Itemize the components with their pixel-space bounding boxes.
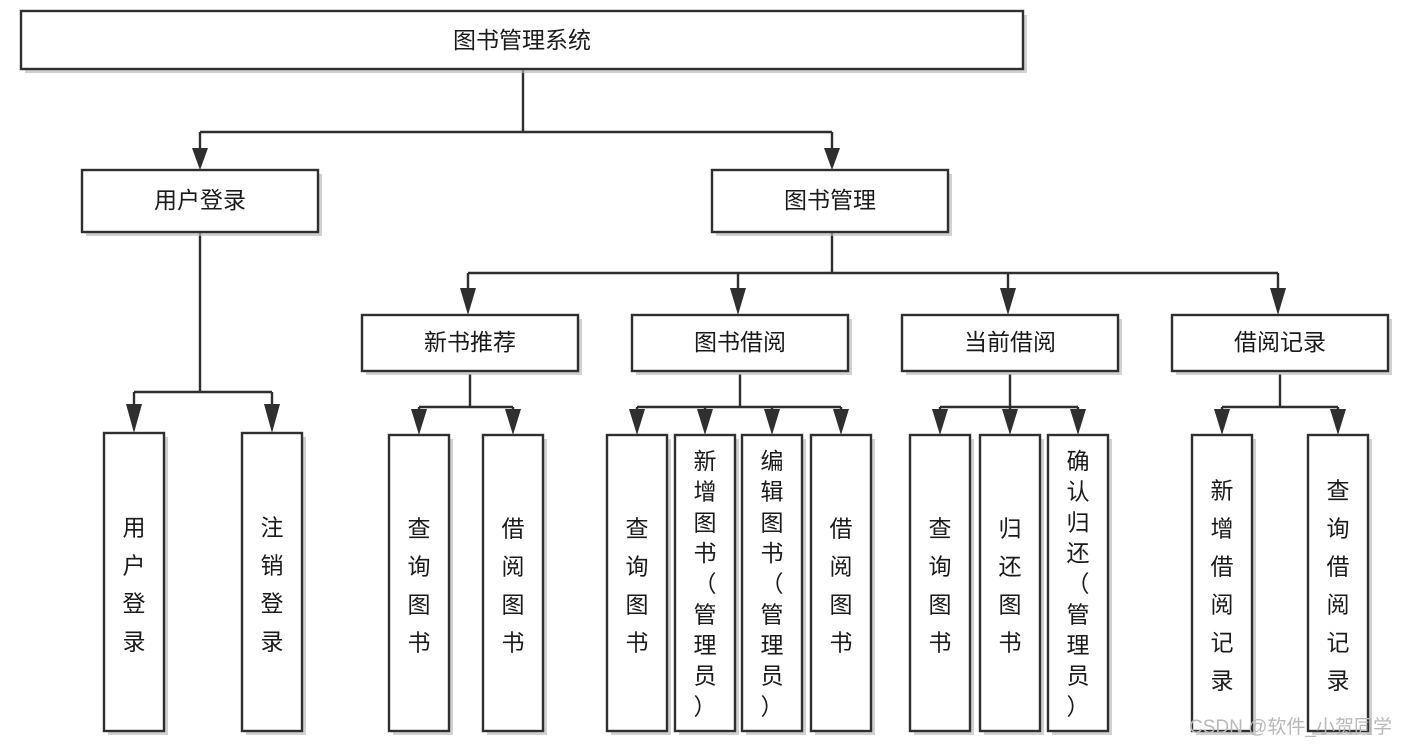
node-current-borrow-label: 当前借阅 — [964, 329, 1056, 355]
leaf-confirm-return-label: 确认归还（管理员） — [1067, 448, 1090, 719]
arrow-leaf-query-book-1 — [411, 409, 427, 435]
leaf-return-book-box[interactable] — [978, 433, 1042, 733]
leaf-user-login-box[interactable] — [102, 431, 166, 733]
arrow-leaf-confirm-return — [1070, 409, 1086, 435]
leaf-confirm-return[interactable]: 确认归还（管理员） — [1046, 433, 1112, 735]
leaf-edit-book[interactable]: 编辑图书（管理员） — [740, 433, 806, 735]
node-borrow-record-box[interactable] — [1170, 313, 1390, 373]
leaf-return-book[interactable]: 归还图书 — [978, 433, 1044, 735]
node-root[interactable]: 图书管理系统 — [19, 9, 1027, 73]
leaf-query-record-box[interactable] — [1306, 433, 1370, 733]
leaf-query-book-2-box[interactable] — [605, 433, 669, 733]
node-book-borrow-box[interactable] — [630, 313, 850, 373]
leaf-borrow-book-1-label: 借阅图书 — [502, 516, 525, 656]
leaf-return-book-label: 归还图书 — [999, 516, 1022, 656]
leaf-query-book-3[interactable]: 查询图书 — [908, 433, 974, 735]
leaf-borrow-book-1[interactable]: 借阅图书 — [481, 433, 547, 735]
leaf-edit-book-label: 编辑图书（管理员） — [761, 448, 784, 719]
leaf-user-logout-box[interactable] — [240, 431, 304, 733]
leaf-query-book-2[interactable]: 查询图书 — [605, 433, 671, 735]
arrow-leaf-add-book — [697, 409, 713, 435]
node-book-manage[interactable]: 图书管理 — [710, 168, 952, 236]
arrow-current-borrow — [1000, 288, 1016, 315]
arrow-borrow-record — [1270, 288, 1286, 315]
leaf-borrow-book-2-label: 借阅图书 — [830, 516, 853, 656]
node-new-book-recommend-label: 新书推荐 — [424, 329, 516, 355]
arrow-new-book-recommend — [460, 288, 476, 315]
node-borrow-record-label: 借阅记录 — [1234, 329, 1326, 355]
leaf-add-record-box[interactable] — [1190, 433, 1254, 733]
arrow-leaf-query-book-2 — [629, 409, 645, 435]
leaf-confirm-return-box[interactable] — [1046, 433, 1110, 733]
leaf-add-book[interactable]: 新增图书（管理员） — [673, 433, 739, 735]
leaf-user-login[interactable]: 用户登录 — [102, 431, 168, 735]
leaf-query-book-2-label: 查询图书 — [626, 516, 649, 656]
leaf-add-book-label: 新增图书（管理员） — [694, 448, 717, 719]
node-user-login-box[interactable] — [80, 168, 320, 234]
leaf-query-book-1-box[interactable] — [387, 433, 451, 733]
leaf-edit-book-box[interactable] — [740, 433, 804, 733]
arrow-leaf-edit-book — [764, 409, 780, 435]
node-current-borrow[interactable]: 当前借阅 — [900, 313, 1122, 375]
leaf-add-record-label: 新增借阅记录 — [1211, 478, 1234, 694]
node-borrow-record[interactable]: 借阅记录 — [1170, 313, 1392, 375]
node-new-book-recommend-box[interactable] — [360, 313, 580, 373]
leaf-query-book-3-box[interactable] — [908, 433, 972, 733]
arrow-leaf-borrow-book-1 — [505, 409, 521, 435]
leaf-borrow-book-1-box[interactable] — [481, 433, 545, 733]
csdn-watermark: CSDN @软件_小贺同学 — [1189, 716, 1392, 738]
arrow-leaf-query-book-3 — [932, 409, 948, 435]
leaf-user-logout[interactable]: 注销登录 — [240, 431, 306, 735]
node-book-manage-box[interactable] — [710, 168, 950, 234]
arrow-leaf-query-record — [1330, 409, 1346, 435]
leaf-borrow-book-2[interactable]: 借阅图书 — [809, 433, 875, 735]
arrow-leaf-return-book — [1002, 409, 1018, 435]
leaf-query-record-label: 查询借阅记录 — [1327, 478, 1350, 694]
leaf-user-login-label: 用户登录 — [123, 515, 146, 655]
leaf-query-book-3-label: 查询图书 — [929, 516, 952, 656]
node-user-login-label: 用户登录 — [154, 187, 246, 213]
arrow-user-login — [192, 148, 208, 170]
leaf-add-record[interactable]: 新增借阅记录 — [1190, 433, 1256, 735]
arrow-leaf-user-logout — [264, 404, 280, 433]
node-book-borrow-label: 图书借阅 — [694, 329, 786, 355]
connector-layer — [126, 70, 1346, 435]
arrow-leaf-borrow-book-2 — [833, 409, 849, 435]
node-user-login[interactable]: 用户登录 — [80, 168, 322, 236]
arrow-leaf-add-record — [1214, 409, 1230, 435]
leaf-borrow-book-2-box[interactable] — [809, 433, 873, 733]
leaf-add-book-box[interactable] — [673, 433, 737, 733]
leaf-user-logout-label: 注销登录 — [261, 515, 284, 655]
leaf-query-record[interactable]: 查询借阅记录 — [1306, 433, 1372, 735]
arrow-book-manage — [824, 148, 840, 170]
node-book-manage-label: 图书管理 — [784, 187, 876, 213]
node-new-book-recommend[interactable]: 新书推荐 — [360, 313, 582, 375]
leaf-query-book-1[interactable]: 查询图书 — [387, 433, 453, 735]
node-book-borrow[interactable]: 图书借阅 — [630, 313, 852, 375]
node-current-borrow-box[interactable] — [900, 313, 1120, 373]
node-root-box[interactable] — [19, 9, 1025, 71]
node-root-label: 图书管理系统 — [453, 27, 591, 53]
arrow-leaf-user-login — [126, 404, 142, 433]
arrow-book-borrow — [730, 288, 746, 315]
leaf-query-book-1-label: 查询图书 — [408, 516, 431, 656]
